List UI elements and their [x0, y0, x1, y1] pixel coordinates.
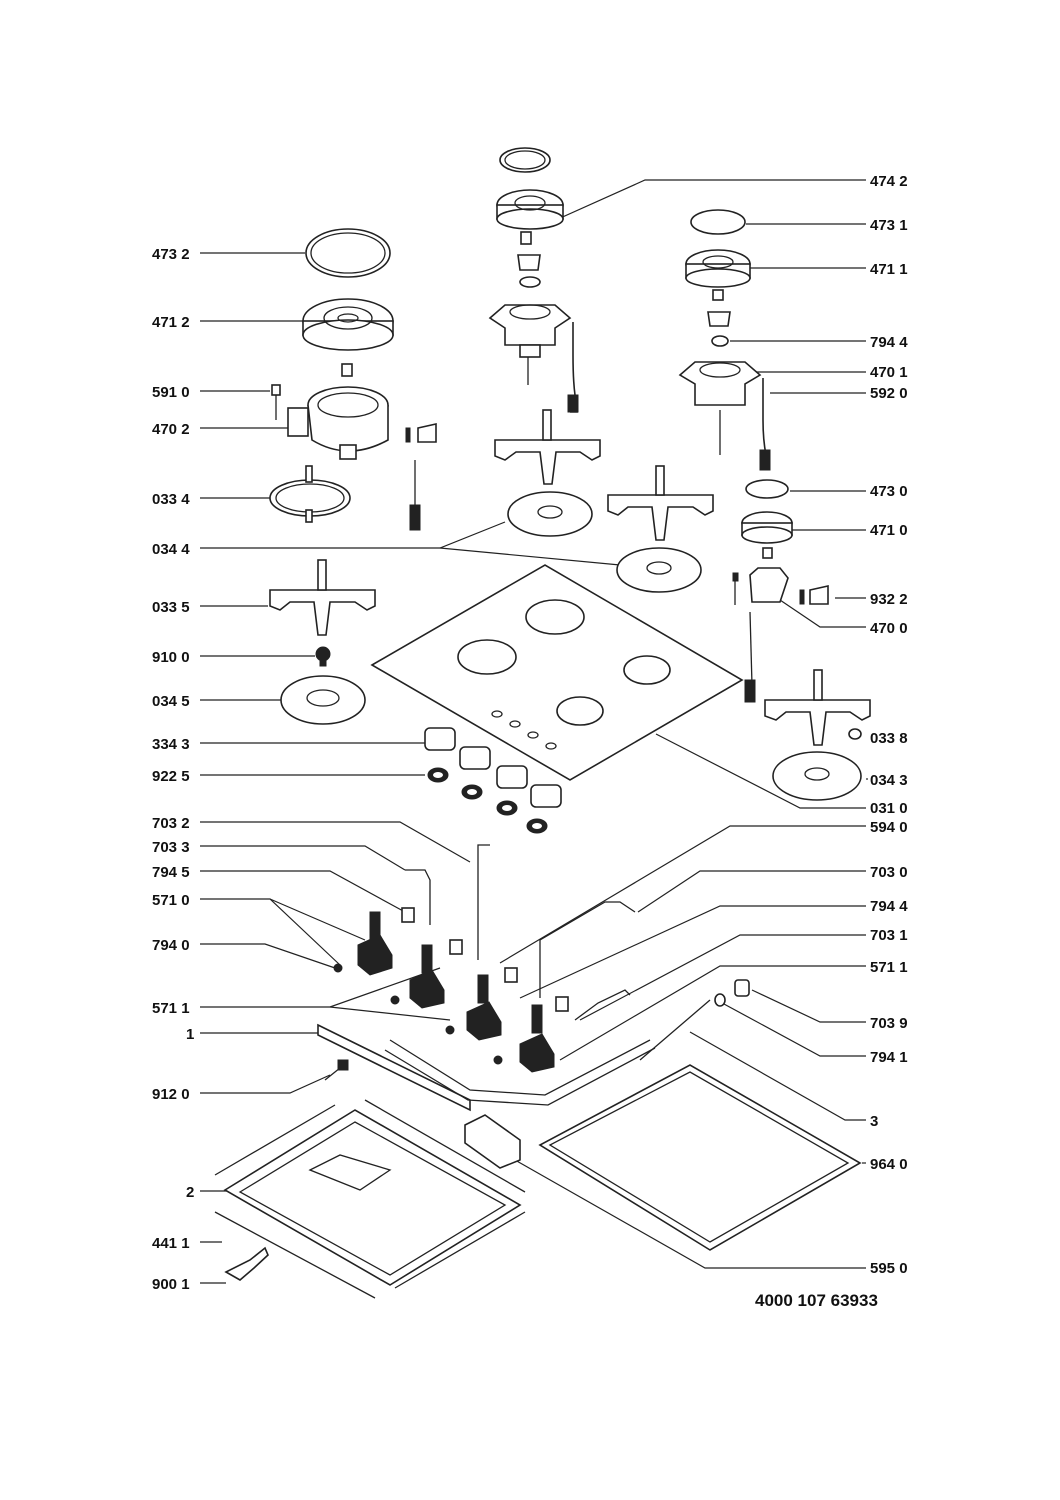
label-031-0: 031 0 — [870, 800, 908, 817]
label-033-8: 033 8 — [870, 730, 908, 747]
label-703-9: 703 9 — [870, 1015, 908, 1032]
label-334-3: 334 3 — [152, 736, 190, 753]
gas-manifold-rail — [317, 1023, 656, 1112]
label-473-2: 473 2 — [152, 246, 190, 263]
label-034-3: 034 3 — [870, 772, 908, 789]
bottom-box — [214, 1099, 526, 1299]
label-922-5: 922 5 — [152, 768, 190, 785]
hob-gasket — [538, 1064, 862, 1251]
leader-lines — [200, 179, 868, 1284]
small-parts — [315, 646, 862, 740]
part-labels-right: 474 2 473 1 471 1 794 4 470 1 592 0 473 … — [870, 173, 908, 1277]
spill-tray-3 — [280, 675, 366, 725]
wok-ring — [269, 465, 351, 523]
label-794-4-bottom: 794 4 — [870, 898, 908, 915]
label-474-2: 474 2 — [870, 173, 908, 190]
label-595-0: 595 0 — [870, 1260, 908, 1277]
label-470-1: 470 1 — [870, 364, 908, 381]
label-794-4-top: 794 4 — [870, 334, 908, 351]
knob-seals — [427, 767, 548, 834]
label-703-2: 703 2 — [152, 815, 190, 832]
gas-valves — [333, 907, 569, 1073]
burner-small-top — [488, 147, 579, 413]
burner-right-lower — [732, 479, 829, 703]
label-703-1: 703 1 — [870, 927, 908, 944]
label-033-5: 033 5 — [152, 599, 190, 616]
label-592-0: 592 0 — [870, 385, 908, 402]
label-1: 1 — [186, 1026, 194, 1043]
label-703-3: 703 3 — [152, 839, 190, 856]
spill-tray-2 — [616, 547, 702, 593]
label-473-1: 473 1 — [870, 217, 908, 234]
pan-support-left — [269, 559, 376, 636]
burner-right-top — [678, 209, 771, 471]
label-471-2: 471 2 — [152, 314, 190, 331]
label-591-0: 591 0 — [152, 384, 190, 401]
label-900-1: 900 1 — [152, 1276, 190, 1293]
spill-tray-4 — [772, 751, 862, 801]
hob-top-plate — [370, 564, 744, 781]
screw — [324, 1059, 349, 1081]
pan-support-centre — [494, 409, 601, 485]
label-794-5: 794 5 — [152, 864, 190, 881]
label-794-1: 794 1 — [870, 1049, 908, 1066]
pan-support-lower-right — [764, 669, 871, 746]
label-441-1: 441 1 — [152, 1235, 190, 1252]
label-794-0: 794 0 — [152, 937, 190, 954]
label-594-0: 594 0 — [870, 819, 908, 836]
control-knobs — [424, 727, 562, 808]
label-571-1-right: 571 1 — [870, 959, 908, 976]
label-034-4: 034 4 — [152, 541, 190, 558]
label-571-0: 571 0 — [152, 892, 190, 909]
fixing-clamp — [224, 1246, 269, 1281]
burner-large-left — [271, 228, 437, 531]
label-2: 2 — [186, 1184, 194, 1201]
pan-support-right — [607, 465, 714, 541]
label-033-4: 033 4 — [152, 491, 190, 508]
label-471-0: 471 0 — [870, 522, 908, 539]
label-703-0: 703 0 — [870, 864, 908, 881]
document-number: 4000 107 63933 — [755, 1291, 878, 1310]
label-3: 3 — [870, 1113, 878, 1130]
spill-tray-1 — [507, 491, 593, 537]
label-470-0: 470 0 — [870, 620, 908, 637]
label-912-0: 912 0 — [152, 1086, 190, 1103]
label-932-2: 932 2 — [870, 591, 908, 608]
label-034-5: 034 5 — [152, 693, 190, 710]
label-470-2: 470 2 — [152, 421, 190, 438]
igniter-generator — [464, 1114, 521, 1169]
label-910-0: 910 0 — [152, 649, 190, 666]
label-471-1: 471 1 — [870, 261, 908, 278]
label-473-0: 473 0 — [870, 483, 908, 500]
label-964-0: 964 0 — [870, 1156, 908, 1173]
label-571-1-left: 571 1 — [152, 1000, 190, 1017]
part-labels-left: 473 2 471 2 591 0 470 2 033 4 034 4 033 … — [152, 246, 194, 1293]
